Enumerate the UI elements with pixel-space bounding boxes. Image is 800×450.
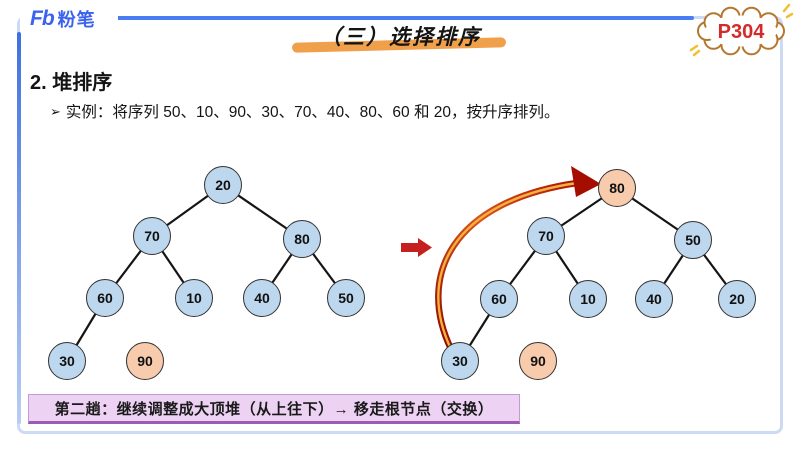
tree-node-60: 60 — [480, 280, 518, 318]
tree-node-60: 60 — [86, 279, 124, 317]
page-title: （三）选择排序 — [320, 24, 481, 49]
tree-node-30: 30 — [48, 342, 86, 380]
tree-node-10: 10 — [175, 279, 213, 317]
fenbi-logo-text: 粉笔 — [57, 10, 96, 30]
step-note-text: 第二趟：继续调整成大顶堆（从上往下）→ 移走根节点（交换） — [54, 400, 494, 418]
header-divider-line — [110, 16, 694, 20]
sparkle-icon — [689, 3, 794, 57]
step-note-banner: 第二趟：继续调整成大顶堆（从上往下）→ 移走根节点（交换） — [28, 394, 520, 424]
tree-node-20: 20 — [204, 166, 242, 204]
tree-node-20: 20 — [718, 280, 756, 318]
between-trees-arrow-icon — [401, 238, 432, 257]
fenbi-logo-icon: Fb — [30, 7, 55, 30]
fenbi-logo: Fb 粉笔 — [30, 6, 96, 32]
page-number-badge: P304 — [689, 3, 794, 57]
section-heading: 2. 堆排序 — [30, 72, 113, 94]
example-text: 实例：将序列 50、10、90、30、70、40、80、60 和 20，按升序排… — [65, 104, 560, 121]
arrow-bullet-icon: ➢ — [50, 104, 61, 119]
swap-arrow-icon — [435, 166, 601, 353]
tree-node-50: 50 — [674, 221, 712, 259]
tree-node-90: 90 — [126, 342, 164, 380]
tree-node-80: 80 — [283, 220, 321, 258]
page-number-text: P304 — [718, 21, 766, 43]
tree-node-70: 70 — [133, 217, 171, 255]
tree-node-50: 50 — [327, 279, 365, 317]
left-accent-border — [17, 32, 21, 424]
example-line: ➢ 实例：将序列 50、10、90、30、70、40、80、60 和 20，按升… — [50, 100, 560, 122]
logo-background — [20, 4, 118, 32]
tree-node-40: 40 — [635, 280, 673, 318]
tree-node-70: 70 — [527, 217, 565, 255]
tree-node-80: 80 — [598, 169, 636, 207]
tree-node-90: 90 — [519, 342, 557, 380]
tree-node-30: 30 — [441, 342, 479, 380]
tree-node-10: 10 — [569, 280, 607, 318]
tree-node-40: 40 — [243, 279, 281, 317]
